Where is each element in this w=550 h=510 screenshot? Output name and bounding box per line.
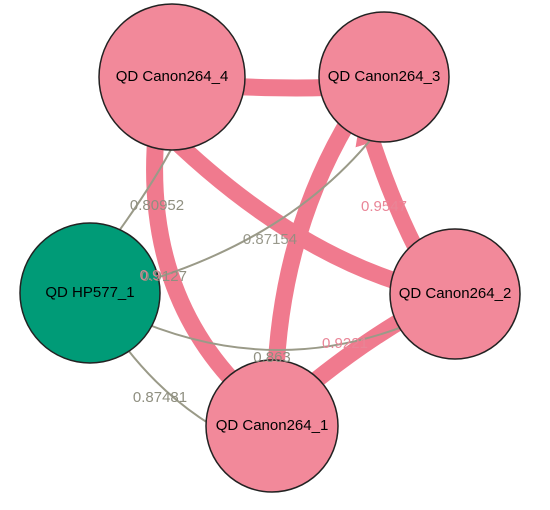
node-hp[interactable]: QD HP577_1 <box>19 222 161 364</box>
edge-label: 0.9221 <box>322 335 368 352</box>
node-circle[interactable] <box>19 222 161 364</box>
node-label: QD Canon264_1 <box>216 417 329 434</box>
edge-label: 0.9547 <box>361 198 407 215</box>
node-circle[interactable] <box>389 228 521 360</box>
node-c4[interactable]: QD Canon264_4 <box>98 3 246 151</box>
node-label: QD Canon264_3 <box>328 68 441 85</box>
node-label: QD HP577_1 <box>45 284 134 301</box>
node-c3[interactable]: QD Canon264_3 <box>318 11 450 143</box>
node-circle[interactable] <box>98 3 246 151</box>
node-circle[interactable] <box>318 11 450 143</box>
node-label: QD Canon264_2 <box>399 285 512 302</box>
edge-labels: 0.9547 0.9221 0.80952 0.9127 0.87481 0.863 0.8… <box>130 197 407 406</box>
node-circle[interactable] <box>205 359 339 493</box>
node-c1[interactable]: QD Canon264_1 <box>205 359 339 493</box>
edge-label: 0.80952 <box>130 197 184 214</box>
overlapping-edge-label: 0.87154 <box>243 231 297 248</box>
edge-label: 0.863 <box>253 349 291 366</box>
edge-label: 0.9127 <box>141 268 187 285</box>
edge-label: 0.87481 <box>133 389 187 406</box>
nodes: QD Canon264_4 QD Canon264_3 QD HP577_1 QD C… <box>19 3 521 493</box>
node-c2[interactable]: QD Canon264_2 <box>389 228 521 360</box>
node-label: QD Canon264_4 <box>116 68 229 85</box>
overlapping-edge-label: 0.9 <box>140 267 161 284</box>
